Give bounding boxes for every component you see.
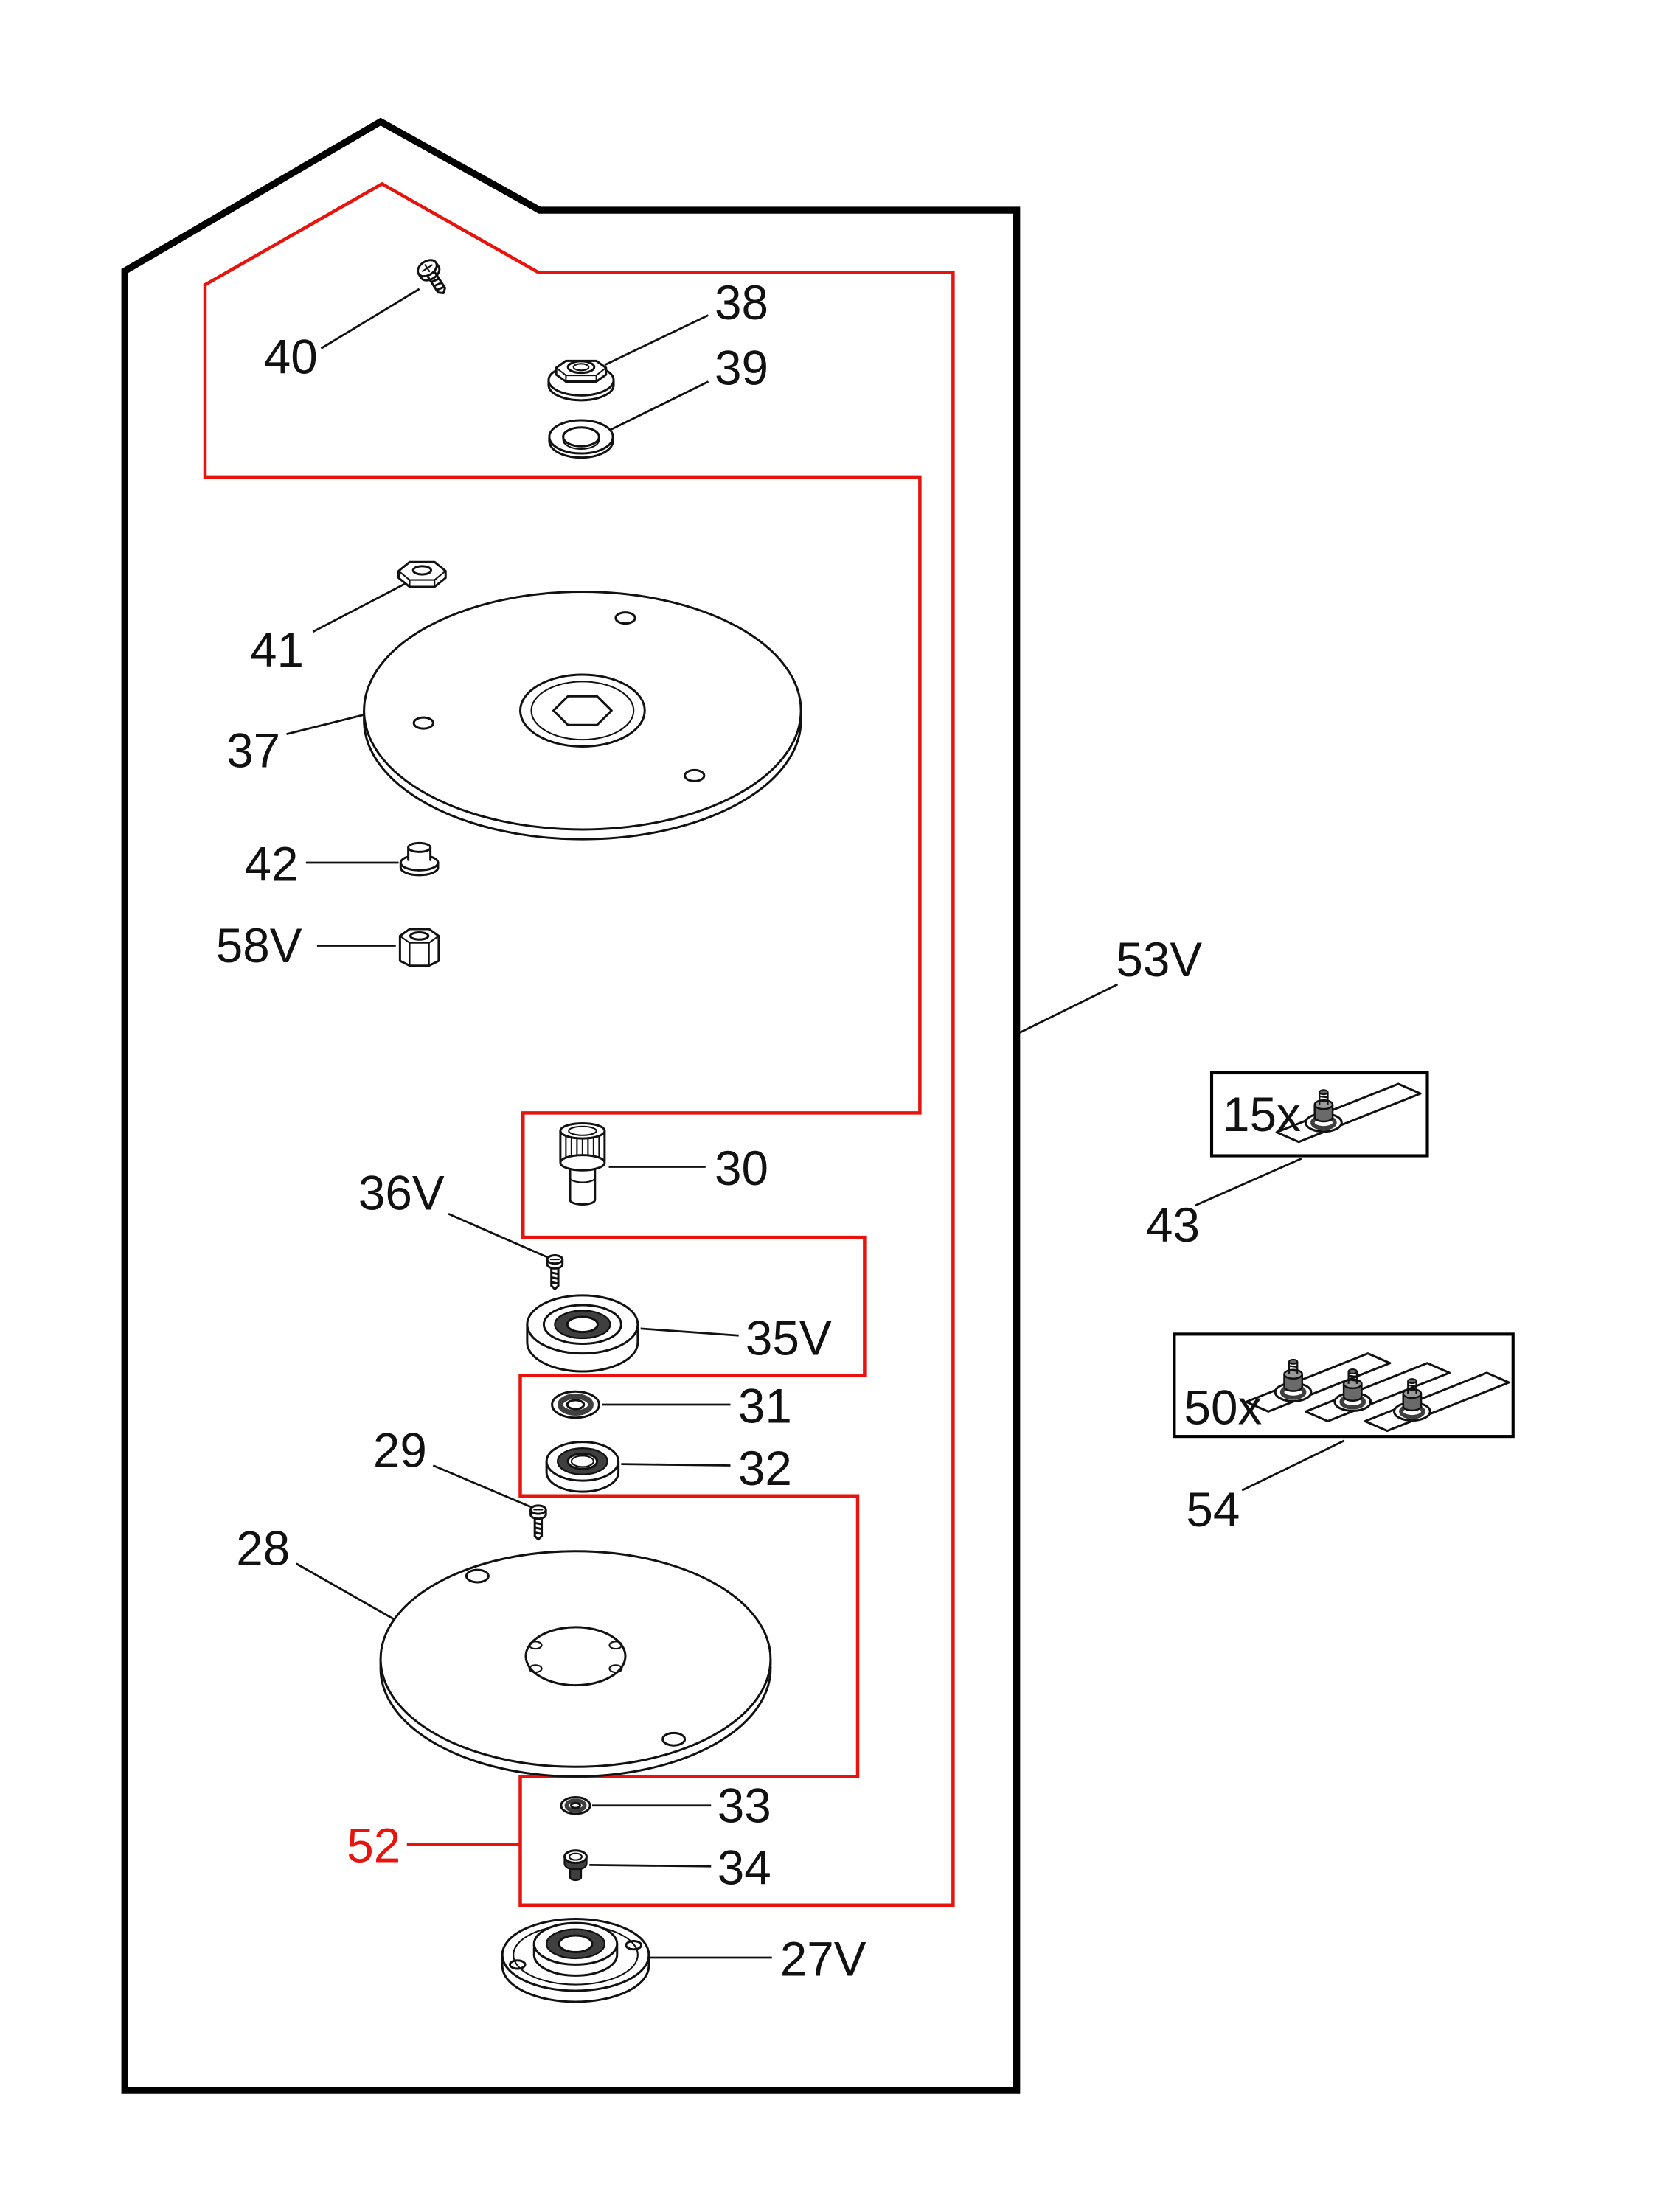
qty-label-43: 15x (1223, 1088, 1301, 1141)
part-41-hex-nut (397, 560, 447, 588)
leader-54 (1241, 1439, 1345, 1492)
part-36v-screw (546, 1254, 564, 1290)
part-28-disc (379, 1550, 772, 1778)
part-35v-bearing-flange (526, 1294, 639, 1373)
leader-38 (604, 314, 709, 366)
callout-58v: 58V (216, 919, 302, 973)
part-37-disc (363, 591, 802, 841)
part-34-bolt (563, 1849, 588, 1882)
qty-label-54: 50x (1184, 1380, 1263, 1434)
leader-37 (286, 714, 364, 735)
callout-43: 43 (1146, 1198, 1200, 1252)
qty-box-54 (1173, 1332, 1515, 1439)
callout-39: 39 (715, 341, 768, 394)
callout-35v: 35V (746, 1312, 832, 1366)
panel-outline (121, 117, 1021, 2094)
callout-32: 32 (738, 1441, 792, 1495)
callout-30: 30 (715, 1141, 768, 1195)
part-40-screw (417, 259, 446, 294)
callout-54: 54 (1186, 1483, 1240, 1537)
callout-28: 28 (236, 1522, 290, 1576)
part-39-washer (548, 419, 614, 459)
part-38-flange-nut (547, 359, 615, 402)
callout-27v: 27V (780, 1932, 867, 1986)
callout-52-group: 52 (347, 1819, 400, 1873)
qty-box-43 (1209, 1071, 1429, 1158)
leader-28 (296, 1562, 397, 1621)
callout-40: 40 (264, 330, 318, 383)
leader-32 (621, 1463, 731, 1467)
callout-37: 37 (226, 724, 280, 778)
part-29-screw (529, 1504, 547, 1541)
part-31-washer (551, 1390, 600, 1419)
callout-36v: 36V (358, 1166, 445, 1220)
callout-42: 42 (245, 837, 299, 891)
callout-33: 33 (718, 1778, 771, 1832)
callout-41: 41 (250, 623, 304, 677)
callout-34: 34 (718, 1841, 771, 1895)
leader-35v (640, 1327, 739, 1337)
callout-38: 38 (715, 276, 768, 330)
leader-29 (432, 1464, 535, 1509)
leader-39 (609, 380, 709, 431)
leader-40 (320, 288, 420, 349)
part-42-bushing (399, 841, 440, 877)
leader-53v (1018, 983, 1119, 1034)
group-52-outline (203, 181, 955, 1907)
callout-53v: 53V (1116, 933, 1202, 987)
part-33-washer (560, 1796, 591, 1815)
leader-43 (1194, 1157, 1302, 1207)
leader-41 (312, 580, 412, 633)
callout-31: 31 (738, 1379, 792, 1433)
leader-34 (589, 1863, 712, 1868)
part-58v-hex-sleeve (398, 928, 440, 967)
part-30-adapter (559, 1121, 606, 1206)
part-27v-bearing-housing (501, 1918, 650, 2003)
callout-29: 29 (373, 1423, 427, 1477)
part-32-bearing (545, 1441, 620, 1493)
leader-36v (448, 1212, 550, 1259)
